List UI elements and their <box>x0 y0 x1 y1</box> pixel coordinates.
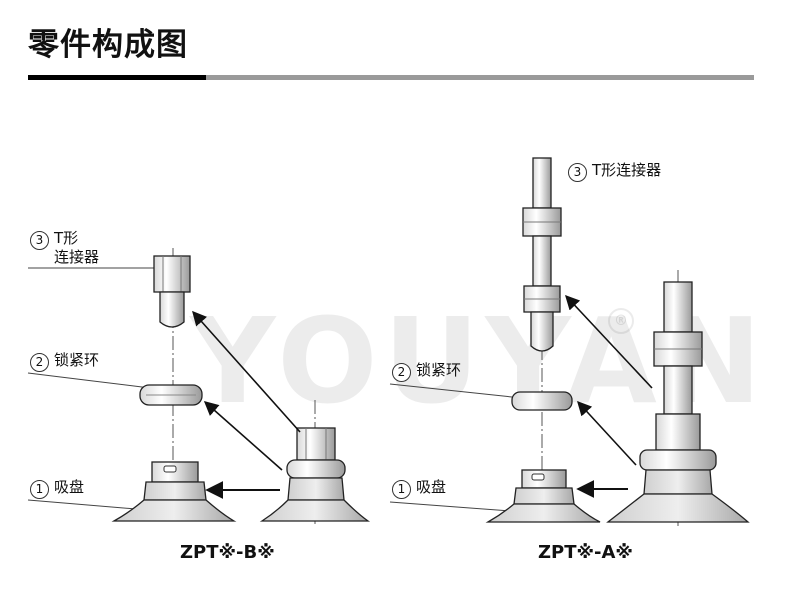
page-title: 零件构成图 <box>28 27 188 63</box>
right-part-2-label: 锁紧环 <box>416 361 462 379</box>
left-lock-ring <box>139 384 203 406</box>
left-t-connector <box>153 255 191 328</box>
right-part-1-label: 吸盘 <box>416 478 447 496</box>
left-part-1-number: 1 <box>30 480 49 499</box>
left-part-3-label-line2: 连接器 <box>54 248 100 266</box>
right-arrow-connector <box>565 294 653 389</box>
left-suction-pad <box>111 461 237 522</box>
right-model-label: ZPT※-A※ <box>538 542 633 563</box>
right-lock-ring <box>511 391 573 411</box>
right-part-3-number: 3 <box>568 163 587 182</box>
left-assembly <box>27 248 371 525</box>
right-suction-pad <box>485 469 601 523</box>
left-part-3-number: 3 <box>30 231 49 250</box>
title-underline-black <box>28 75 206 80</box>
right-part-1-number: 1 <box>392 480 411 499</box>
left-part-2-label: 锁紧环 <box>54 351 100 369</box>
right-t-connector <box>522 157 562 352</box>
left-part-1-label: 吸盘 <box>54 478 85 496</box>
left-arrow-ring <box>203 401 283 471</box>
right-assembly <box>389 157 750 528</box>
left-model-label: ZPT※-B※ <box>180 542 275 563</box>
right-part-2-number: 2 <box>392 363 411 382</box>
left-leader-2 <box>27 372 151 389</box>
title-underline-gray <box>206 75 754 80</box>
right-assembled-unit <box>606 270 750 528</box>
right-leader-2 <box>389 383 513 398</box>
left-assembled-unit <box>259 400 371 525</box>
right-leader-1 <box>389 501 511 512</box>
left-leader-1 <box>27 499 149 511</box>
right-part-3-label: T形连接器 <box>592 161 662 179</box>
left-part-3-label-line1: T形 <box>54 229 79 247</box>
left-arrow-connector <box>192 310 301 433</box>
watermark-registered-icon: ® <box>608 308 634 334</box>
right-arrow-ring <box>577 400 637 466</box>
left-part-2-number: 2 <box>30 353 49 372</box>
